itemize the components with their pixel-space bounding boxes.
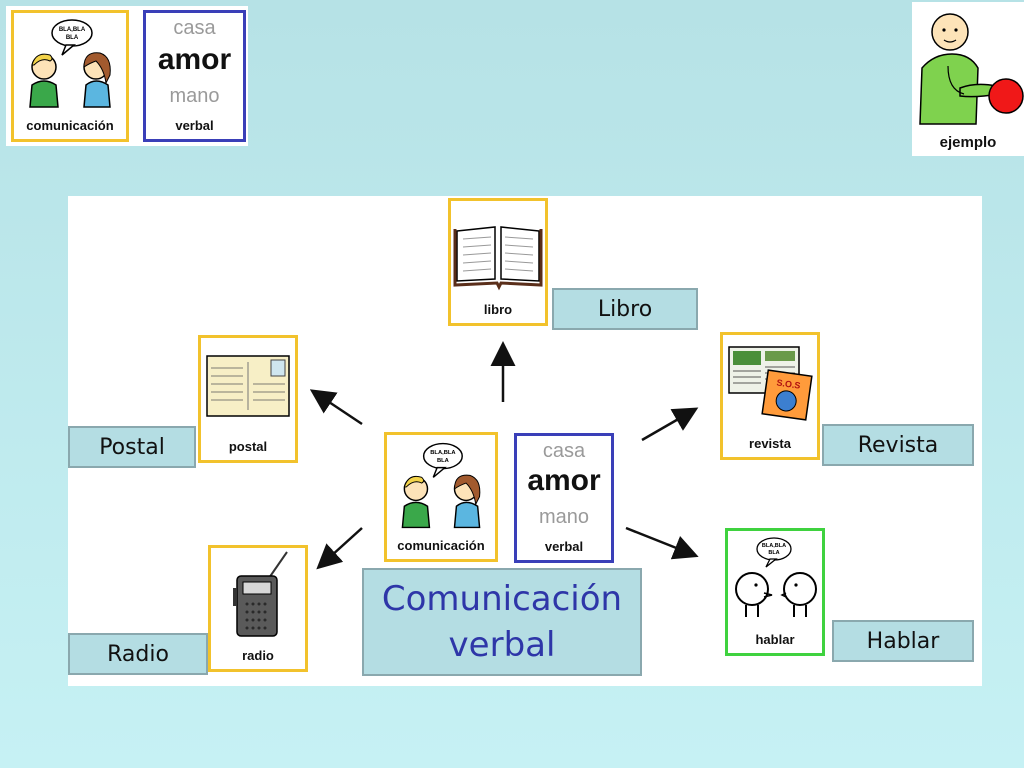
revista-caption: revista bbox=[749, 436, 791, 451]
center-word-mano: mano bbox=[538, 506, 590, 528]
ejemplo-card: ejemplo bbox=[912, 2, 1024, 156]
bubble-text-1: BLA,BLA bbox=[59, 27, 86, 33]
center-word-amor: amor bbox=[527, 464, 601, 497]
magazine-icon: S.O.S bbox=[723, 335, 817, 431]
header-verbal-card: casa amor mano verbal bbox=[143, 10, 246, 142]
center-two-people-talking-icon: BLA,BLA BLA bbox=[387, 435, 495, 533]
word-mano: mano bbox=[169, 85, 220, 107]
center-word-casa: casa bbox=[542, 440, 586, 462]
center-comunicacion-caption: comunicación bbox=[397, 538, 485, 553]
header-comunicacion-caption: comunicación bbox=[26, 118, 114, 133]
two-people-talking-icon: BLA,BLA BLA bbox=[14, 13, 126, 113]
word-amor: amor bbox=[157, 43, 232, 76]
center-bubble-text-2: BLA bbox=[437, 458, 450, 464]
header-verbal-caption: verbal bbox=[175, 118, 214, 133]
diagram-title-line2: verbal bbox=[448, 625, 556, 665]
arrow-to-hablar bbox=[625, 526, 699, 560]
two-heads-talking-icon: BLA,BLA BLA bbox=[728, 531, 822, 627]
ejemplo-caption: ejemplo bbox=[939, 134, 997, 151]
libro-caption: libro bbox=[483, 302, 513, 317]
postal-label: Postal bbox=[68, 426, 196, 468]
header-comunicacion-card: BLA,BLA BLA comunicación bbox=[11, 10, 129, 142]
bubble-text-2: BLA bbox=[66, 35, 79, 41]
hablar-card: BLA,BLA BLA hablar bbox=[725, 528, 825, 656]
radio-label: Radio bbox=[68, 633, 208, 675]
radio-caption: radio bbox=[242, 648, 274, 663]
center-verbal-card: casa amor mano verbal bbox=[514, 433, 614, 563]
center-bubble-text-1: BLA,BLA bbox=[430, 450, 456, 456]
postcard-icon bbox=[201, 338, 295, 434]
postal-caption: postal bbox=[228, 439, 268, 454]
center-comunicacion-card: BLA,BLA BLA comunicación bbox=[384, 432, 498, 562]
radio-icon bbox=[211, 548, 305, 643]
center-verbal-caption: verbal bbox=[544, 539, 584, 554]
revista-card: S.O.S revista bbox=[720, 332, 820, 460]
arrow-to-postal bbox=[309, 389, 363, 426]
hablar-label: Hablar bbox=[832, 620, 974, 662]
diagram-title-line1: Comunicación bbox=[381, 579, 623, 619]
arrow-to-radio bbox=[316, 527, 363, 570]
hablar-bubble-text-2: BLA bbox=[768, 550, 779, 556]
diagram-title: Comunicación verbal bbox=[362, 568, 642, 676]
hablar-bubble-text-1: BLA,BLA bbox=[762, 543, 786, 549]
libro-label: Libro bbox=[552, 288, 698, 330]
radio-card: radio bbox=[208, 545, 308, 672]
word-casa: casa bbox=[173, 17, 216, 39]
libro-card: libro bbox=[448, 198, 548, 326]
revista-label: Revista bbox=[822, 424, 974, 466]
postal-card: postal bbox=[198, 335, 298, 463]
person-showing-ball-icon bbox=[914, 4, 1024, 130]
revista-badge: S.O.S bbox=[776, 377, 801, 390]
arrow-to-revista bbox=[641, 407, 699, 442]
hablar-caption: hablar bbox=[755, 632, 795, 647]
book-icon bbox=[451, 201, 545, 297]
